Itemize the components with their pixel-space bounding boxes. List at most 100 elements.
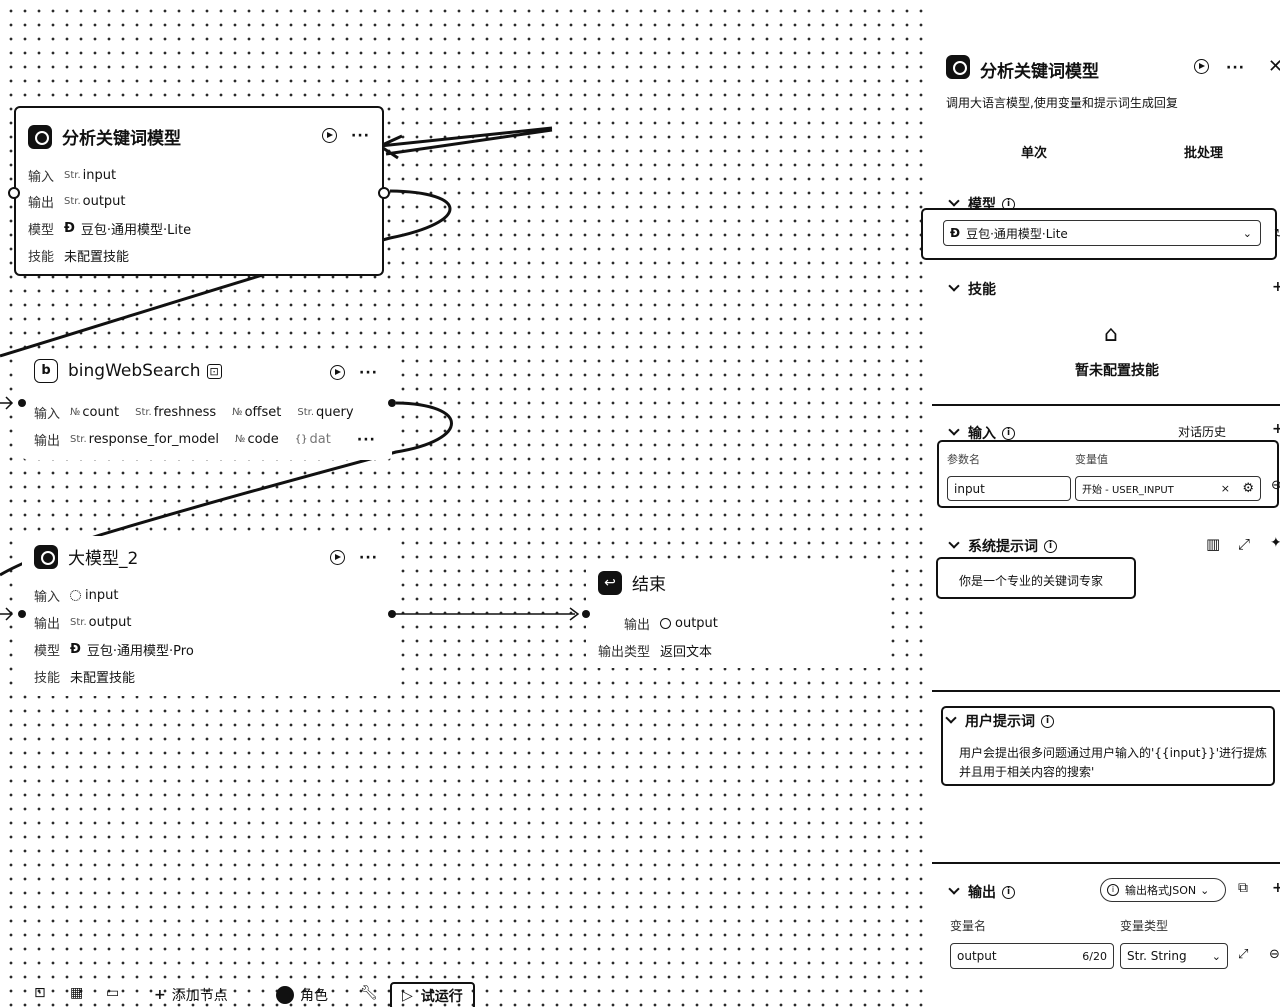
user-prompt-box[interactable]: 用户提示词 i 用户会提出很多问题通过用户输入的'{{input}}'进行提炼并… xyxy=(941,706,1275,786)
run-node-icon[interactable] xyxy=(330,365,345,380)
more-options-icon[interactable]: ··· xyxy=(351,127,370,144)
system-prompt-editor[interactable]: 你是一个专业的关键词专家 xyxy=(936,557,1136,599)
bing-outputs-row: 输出 Str. response_for_model № code {} dat… xyxy=(34,430,376,449)
info-icon: i xyxy=(1107,884,1119,896)
more-outputs-icon[interactable]: ··· xyxy=(356,431,376,448)
node-analyze-keywords[interactable]: 分析关键词模型 ··· 输入 Str. input 输出 Str. output… xyxy=(8,106,390,276)
add-skill-icon[interactable]: + xyxy=(1272,279,1280,295)
model-label: 模型 xyxy=(34,644,61,659)
output-port[interactable] xyxy=(388,610,396,618)
remove-param-icon[interactable]: ⊖ xyxy=(1271,478,1280,493)
node-end[interactable]: ↩ 结束 输出 output 输出类型 返回文本 xyxy=(582,564,886,668)
param-type: Str. xyxy=(135,407,152,418)
output-section-header[interactable]: 输出 i xyxy=(948,882,1015,902)
node-bing-web-search[interactable]: b bingWebSearch ⊡ ··· 输入 № count Str. fr… xyxy=(18,352,396,460)
input-port[interactable] xyxy=(18,399,26,407)
add-input-icon[interactable]: + xyxy=(1272,421,1280,437)
tab-single[interactable]: 单次 xyxy=(1021,146,1048,161)
run-node-icon[interactable] xyxy=(1194,59,1209,74)
settings-gear-icon[interactable]: ⚙ xyxy=(1242,481,1254,496)
expand-icon[interactable]: ⤢ xyxy=(1238,947,1249,962)
chat-history-toggle[interactable]: 对话历史 xyxy=(1178,425,1227,439)
skill-label: 技能 xyxy=(34,671,61,686)
param-name-input[interactable]: input xyxy=(947,476,1071,501)
more-options-icon[interactable]: ··· xyxy=(1226,60,1245,76)
var-name-header: 变量名 xyxy=(950,919,987,933)
param-name: offset xyxy=(244,405,282,420)
more-options-icon[interactable]: ··· xyxy=(359,549,378,566)
add-output-icon[interactable]: + xyxy=(1272,880,1280,896)
output-type-value: 返回文本 xyxy=(660,645,713,660)
model-select-field[interactable]: Ð 豆包·通用模型·Lite ⌄ xyxy=(943,220,1261,246)
workflow-canvas[interactable]: 分析关键词模型 ··· 输入 Str. input 输出 Str. output… xyxy=(0,0,932,1007)
param-name-value: input xyxy=(954,481,985,496)
expand-icon[interactable]: ⤢ xyxy=(1238,535,1251,553)
run-node-icon[interactable] xyxy=(330,550,345,565)
bing-icon: b xyxy=(34,359,58,383)
chevron-down-icon xyxy=(948,280,960,292)
var-value-select[interactable]: 开始 - USER_INPUT × ⚙ xyxy=(1075,476,1261,501)
clear-icon[interactable]: × xyxy=(1220,482,1230,495)
skill-value: 未配置技能 xyxy=(70,671,136,686)
refresh-icon[interactable]: ↻ xyxy=(1274,226,1280,240)
output-var-type-select[interactable]: Str. String ⌄ xyxy=(1120,943,1228,969)
chevron-down-icon: ⌄ xyxy=(1211,949,1221,963)
wrench-icon[interactable]: 🔧︎ xyxy=(360,985,378,1001)
llm-node-icon xyxy=(28,124,52,149)
copy-icon[interactable]: ⧉ xyxy=(1238,880,1248,896)
chevron-down-icon xyxy=(948,537,960,549)
prompt-library-icon[interactable]: ▥ xyxy=(1206,535,1221,553)
input-port[interactable] xyxy=(582,610,590,618)
var-type-header: 变量类型 xyxy=(1120,919,1169,933)
skills-section-header[interactable]: 技能 xyxy=(948,279,996,299)
input-name: input xyxy=(85,588,119,603)
minimap-icon[interactable]: ▭ xyxy=(106,985,120,1001)
more-options-icon[interactable]: ··· xyxy=(359,364,378,381)
output-port[interactable] xyxy=(388,399,396,407)
info-icon: i xyxy=(1041,714,1054,728)
param-name: code xyxy=(247,432,279,447)
system-prompt-header[interactable]: 系统提示词 i xyxy=(948,536,1057,556)
node-title: 结束 xyxy=(632,575,666,595)
add-node-button[interactable]: + 添加节点 xyxy=(154,985,228,1005)
output-port[interactable] xyxy=(378,187,390,199)
annotation-arrow xyxy=(379,126,553,160)
output-format-select[interactable]: i 输出格式JSON ⌄ xyxy=(1100,878,1226,902)
role-label: 角色 xyxy=(300,988,328,1004)
layout-grid-icon[interactable]: ▦ xyxy=(70,985,84,1001)
param-name-header: 参数名 xyxy=(947,453,980,466)
optimize-icon[interactable]: ✦ xyxy=(1270,535,1280,551)
plus-icon: + xyxy=(154,987,166,1003)
model-select[interactable]: Ð 豆包·通用模型·Lite ⌄ xyxy=(921,208,1277,260)
type-string-icon: Str. xyxy=(64,170,81,181)
output-var-type-value: Str. String xyxy=(1127,949,1187,963)
output-label: 输出 xyxy=(624,618,651,633)
remove-output-icon[interactable]: ⊖ xyxy=(1269,947,1280,962)
tab-batch[interactable]: 批处理 xyxy=(1184,146,1224,161)
end-node-icon: ↩ xyxy=(598,570,622,595)
comment-icon[interactable]: ⊡ xyxy=(34,985,46,1001)
system-prompt-label: 系统提示词 xyxy=(968,539,1038,555)
var-value-header: 变量值 xyxy=(1075,453,1108,466)
output-label: 输出 xyxy=(28,196,55,211)
divider xyxy=(932,690,1280,692)
param-name: count xyxy=(82,405,120,420)
role-button[interactable]: 角色 xyxy=(276,985,328,1005)
user-prompt-header[interactable]: 用户提示词 i xyxy=(945,711,1054,731)
input-port[interactable] xyxy=(8,187,20,199)
input-name: input xyxy=(82,168,117,183)
bing-inputs-row: 输入 № count Str. freshness № offset Str. … xyxy=(34,403,370,422)
input-port[interactable] xyxy=(18,610,26,618)
run-node-icon[interactable] xyxy=(322,128,337,143)
input-section-header[interactable]: 输入 i xyxy=(948,423,1015,443)
test-run-button[interactable]: ▷ 试运行 xyxy=(390,982,475,1007)
bottom-toolbar: ⊡ ▦ ▭ + 添加节点 角色 🔧︎ ▷ 试运行 xyxy=(0,976,490,1007)
close-icon[interactable]: ✕ xyxy=(1268,56,1280,77)
param-type: № xyxy=(232,407,243,418)
add-node-label: 添加节点 xyxy=(171,988,228,1004)
type-string-icon: Str. xyxy=(70,617,87,628)
output-var-name-input[interactable]: output 6/20 xyxy=(950,943,1114,969)
node-llm-2[interactable]: 大模型_2 ··· 输入 input 输出 Str. output 模型 Ð 豆… xyxy=(18,536,396,696)
param-name: response_for_model xyxy=(88,432,220,447)
